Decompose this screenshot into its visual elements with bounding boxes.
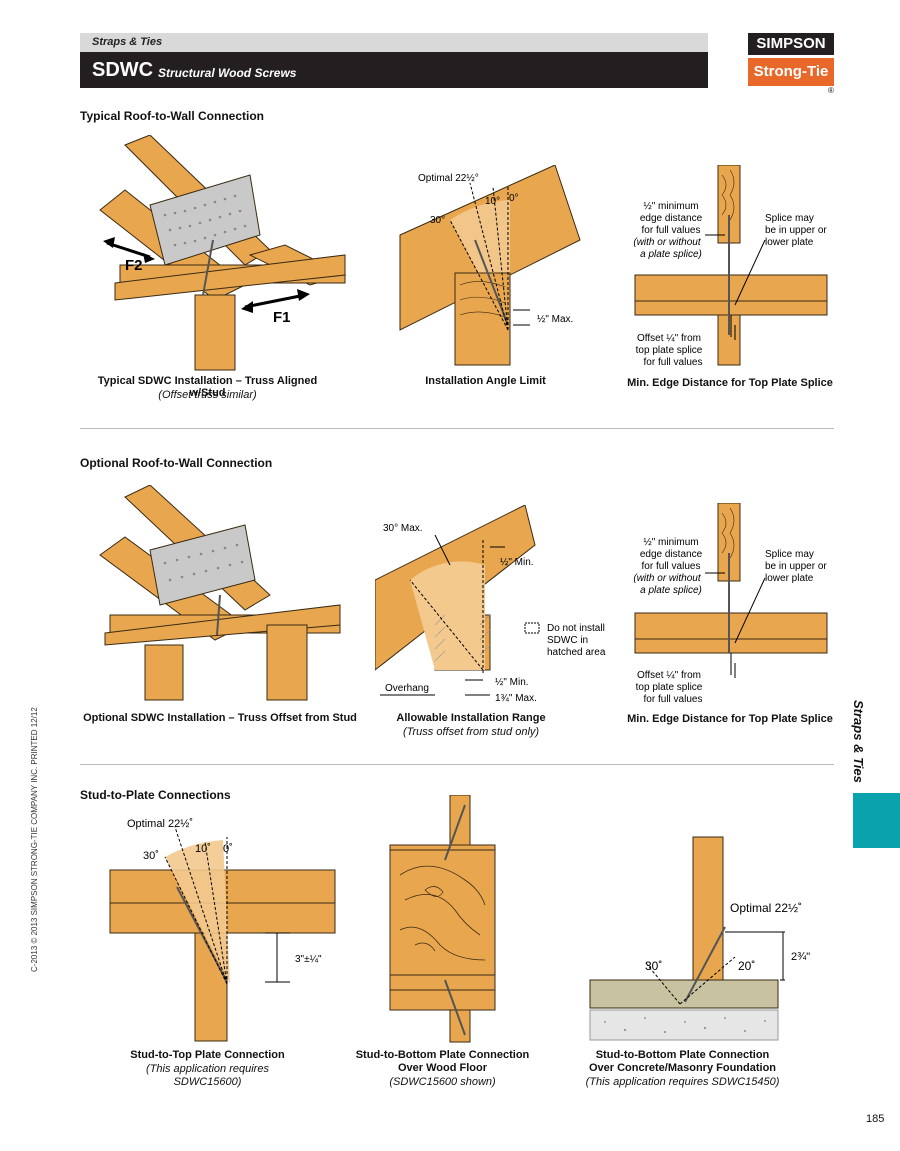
fig-allowable-range: 30° Max. ½" Min. Do not install SDWC in … (375, 505, 606, 704)
fig-typical-installation: F2 F1 (99, 135, 347, 371)
header-category: Straps & Ties (92, 36, 163, 48)
fig9-subcaption: (This application requires SDWC15450) (585, 1076, 780, 1088)
angle-30-label: 30˚ (143, 850, 159, 862)
dim-3-inch-label: 3"±¼" (295, 953, 322, 965)
force-f2-label: F2 (125, 257, 143, 274)
splice-note-line1: Splice may (765, 213, 814, 224)
product-name: SDWC (92, 59, 154, 81)
angle-0-label: 0˚ (223, 843, 233, 855)
offset-note-line3: for full values (644, 694, 703, 705)
logo-simpson: SIMPSON (748, 33, 834, 55)
edge-note-line1: ½" minimum (643, 201, 698, 212)
offset-note-line1: Offset ¼" from (637, 332, 701, 344)
edge-note-line3: for full values (642, 225, 701, 236)
offset-note-line3: for full values (644, 357, 703, 368)
fig2-caption: Installation Angle Limit (425, 375, 546, 387)
fig8-subcaption: (SDWC15600 shown) (389, 1076, 496, 1088)
product-desc: Structural Wood Screws (158, 66, 297, 80)
angle-30-label: 30° (430, 215, 445, 226)
splice-note-line2: be in upper or (765, 225, 827, 236)
fig-stud-to-bottom-concrete: Optimal 22½˚ 30˚ 20˚ 2¾" (589, 836, 810, 1041)
fig-stud-to-bottom-wood (389, 795, 496, 1043)
fig8-caption-line2: Over Wood Floor (397, 1062, 488, 1074)
angle-0-label: 0° (509, 193, 519, 204)
fig7-caption: Stud-to-Top Plate Connection (130, 1049, 285, 1061)
section-title-typical: Typical Roof-to-Wall Connection (80, 109, 264, 123)
force-f1-label: F1 (273, 309, 291, 326)
copyright-text: C-2013 © 2013 SIMPSON STRONG-TIE COMPANY… (30, 707, 39, 972)
fig9-caption-line2: Over Concrete/Masonry Foundation (588, 1062, 777, 1074)
min-half-bottom-label: ½" Min. (495, 677, 529, 688)
fig3-caption: Min. Edge Distance for Top Plate Splice (627, 377, 833, 389)
fig-min-edge-distance-1: ½" minimum edge distance for full values… (633, 165, 828, 368)
offset-note-line2: top plate splice (636, 682, 703, 693)
dim-2-3-4-label: 2¾" (791, 951, 810, 963)
divider (80, 764, 834, 765)
max-half-label: ½" Max. (537, 314, 573, 325)
fig7-sub-line2: SDWC15600) (173, 1076, 242, 1088)
angle-10-label: 10° (485, 196, 500, 207)
splice-note-line1: Splice may (765, 549, 814, 560)
edge-note-line5: a plate splice) (640, 585, 702, 596)
optimal-angle-label: Optimal 22½˚ (730, 901, 802, 915)
edge-note-line2: edge distance (640, 549, 703, 560)
angle-10-label: 10˚ (195, 843, 211, 855)
max-30-label: 30° Max. (383, 523, 423, 534)
offset-note-line1: Offset ¼" from (637, 669, 701, 681)
fig1-caption: Typical SDWC Installation – Truss Aligne… (97, 375, 318, 399)
offset-note-line2: top plate splice (636, 345, 703, 356)
hatch-note-line1: Do not install (547, 623, 605, 634)
optimal-angle-label: Optimal 22½˚ (127, 818, 193, 830)
splice-note-line2: be in upper or (765, 561, 827, 572)
header-title-bar: SDWC Structural Wood Screws (80, 52, 708, 88)
edge-note-line4: (with or without (633, 573, 701, 584)
divider (80, 428, 834, 429)
splice-note-line3: lower plate (765, 237, 814, 248)
max-1-3-4-label: 1¾" Max. (495, 693, 537, 704)
optimal-angle-label: Optimal 22½° (418, 173, 479, 184)
fig7-sub-line1: (This application requires (146, 1063, 269, 1075)
fig-installation-angle-limit: Optimal 22½° 10° 0° 30° ½" Max. (399, 165, 581, 366)
fig-stud-to-top-plate: Optimal 22½˚ 10˚ 0˚ 30˚ 3"±¼" (109, 818, 336, 1042)
hatch-note-line2: SDWC in (547, 635, 588, 646)
angle-20-label: 20˚ (738, 959, 755, 973)
page-number: 185 (866, 1113, 885, 1125)
fig6-caption: Min. Edge Distance for Top Plate Splice (627, 713, 833, 725)
min-half-top-label: ½" Min. (500, 557, 534, 568)
side-tab-label: Straps & Ties (851, 700, 866, 783)
fig5-subcaption: (Truss offset from stud only) (402, 726, 540, 738)
edge-note-line5: a plate splice) (640, 249, 702, 260)
header-category-bar: Straps & Ties (80, 33, 708, 52)
fig5-caption: Allowable Installation Range (396, 712, 546, 724)
fig4-caption: Optional SDWC Installation – Truss Offse… (83, 712, 357, 724)
splice-note-line3: lower plate (765, 573, 814, 584)
angle-30-label: 30˚ (645, 959, 662, 973)
section-title-optional: Optional Roof-to-Wall Connection (80, 456, 273, 470)
side-tab-marker (853, 793, 900, 848)
edge-note-line1: ½" minimum (643, 537, 698, 548)
fig-min-edge-distance-2: ½" minimum edge distance for full values… (633, 503, 828, 705)
fig8-caption-line1: Stud-to-Bottom Plate Connection (355, 1049, 530, 1061)
edge-note-line4: (with or without (633, 237, 701, 248)
logo-registered: ® (828, 86, 834, 95)
section-title-stud: Stud-to-Plate Connections (80, 788, 231, 802)
hatch-note-line3: hatched area (547, 647, 606, 658)
logo-strongtie: Strong-Tie (748, 58, 834, 86)
fig1-subcaption: (Offset truss similar) (158, 389, 257, 401)
edge-note-line3: for full values (642, 561, 701, 572)
fig9-caption-line1: Stud-to-Bottom Plate Connection (595, 1049, 770, 1061)
overhang-label: Overhang (385, 683, 429, 694)
edge-note-line2: edge distance (640, 213, 703, 224)
fig-optional-installation (99, 485, 341, 701)
